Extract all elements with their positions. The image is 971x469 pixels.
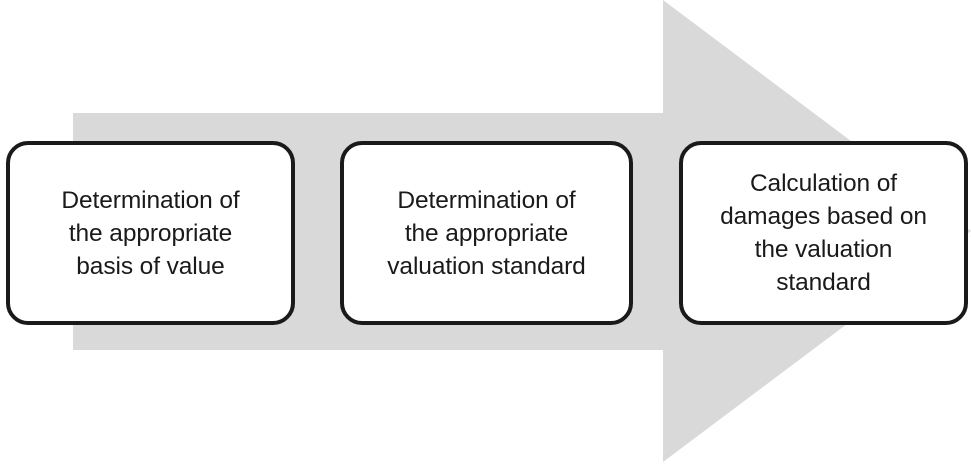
- step-box-1[interactable]: Determination of the appropriate basis o…: [6, 141, 295, 325]
- step-3-label: Calculation of damages based on the valu…: [720, 170, 927, 296]
- step-1-label: Determination of the appropriate basis o…: [61, 186, 240, 280]
- step-2-label: Determination of the appropriate valuati…: [387, 186, 586, 280]
- step-box-2[interactable]: Determination of the appropriate valuati…: [340, 141, 633, 325]
- step-box-3[interactable]: Calculation of damages based on the valu…: [679, 141, 968, 325]
